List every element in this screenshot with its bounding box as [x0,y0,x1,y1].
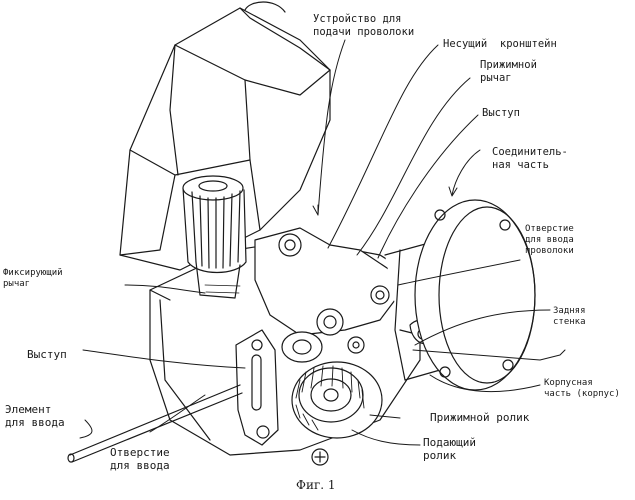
label-pressure-roller: Прижимной ролик [430,411,530,424]
screws [311,448,329,466]
support-bracket [254,227,396,354]
motor-housing [119,1,331,271]
leader-lines [79,39,566,446]
label-housing-part: Корпусная часть (корпус) [544,378,620,399]
label-support-bracket: Несущий кронштейн [443,38,557,50]
label-input-hole-wire: Отверстие для ввода проволоки [525,224,574,256]
label-input-hole: Отверстие для ввода [110,446,170,472]
label-connecting-part: Соединитель- ная часть [492,146,568,171]
pressure-roller [281,331,323,363]
label-pressure-lever: Прижимной рычаг [480,59,537,84]
label-back-wall: Задняя стенка [553,306,586,327]
feed-roller [291,361,383,439]
label-fixing-lever: Фиксирующий рычаг [3,268,63,289]
label-protrusion-top: Выступ [482,107,520,119]
label-input-element: Элемент для ввода [5,403,65,429]
flange [414,199,536,391]
figure-caption: Фиг. 1 [296,478,336,492]
pressure-lever-arm [235,329,279,446]
label-wire-feeder: Устройство для подачи проволоки [313,13,415,38]
label-protrusion-left: Выступ [27,348,67,361]
label-feed-roller: Подающий ролик [423,436,476,462]
fixing-lever-knob [182,175,247,299]
